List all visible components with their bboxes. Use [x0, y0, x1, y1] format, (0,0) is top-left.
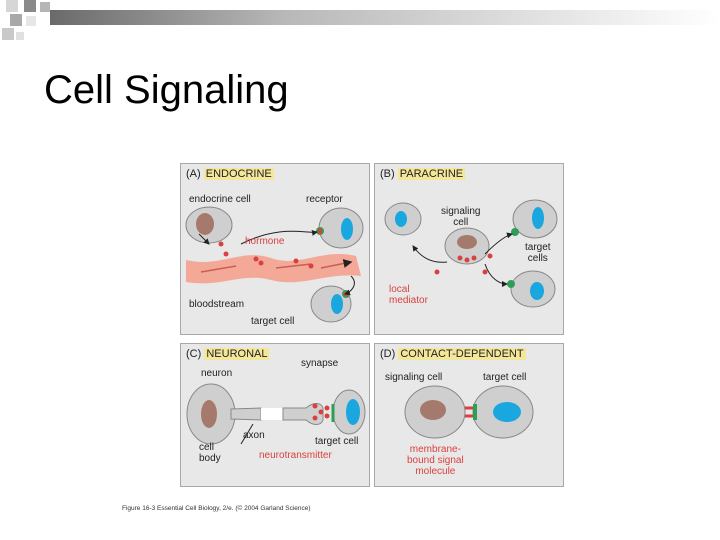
- bloodstream-band: [186, 254, 361, 284]
- label-axon: axon: [243, 430, 265, 441]
- panel-contact-dependent: (D) CONTACT-DEPENDENT signaling cell tar…: [374, 343, 564, 487]
- panel-endocrine: (A) ENDOCRINE endocrine cell receptor ho…: [180, 163, 370, 335]
- endocrine-nucleus: [196, 213, 214, 235]
- label-cell-body: cell body: [199, 442, 221, 464]
- label-signaling-cell: signaling cell: [441, 206, 481, 228]
- panel-a-title: (A) ENDOCRINE: [186, 168, 274, 180]
- deco-square: [24, 0, 36, 12]
- panel-neuronal: (C) NEURONAL neuron synapse axon cell bo…: [180, 343, 370, 487]
- label-hormone: hormone: [245, 236, 285, 247]
- label-target-cell: target cell: [483, 372, 527, 383]
- panel-b-title: (B) PARACRINE: [380, 168, 466, 180]
- signaling-figure: (A) ENDOCRINE endocrine cell receptor ho…: [180, 163, 564, 487]
- panel-c-name: NEURONAL: [204, 348, 270, 360]
- slide-title: Cell Signaling: [44, 68, 289, 112]
- endocrine-diagram: [185, 206, 364, 323]
- contact-dependent-diagram: [404, 385, 534, 439]
- receptor-cell: [318, 207, 364, 249]
- panel-paracrine: (B) PARACRINE signaling cell target cell…: [374, 163, 564, 335]
- label-target-cell: target cell: [315, 436, 359, 447]
- deco-square: [2, 28, 14, 40]
- panel-b-name: PARACRINE: [397, 168, 466, 180]
- panel-a-letter: (A): [186, 168, 201, 180]
- label-target-cell: target cell: [251, 316, 295, 327]
- hormone-dots: [218, 228, 349, 297]
- mediator-dots: [434, 253, 493, 275]
- label-neurotransmitter: neurotransmitter: [259, 450, 332, 461]
- label-signaling-cell: signaling cell: [385, 372, 443, 383]
- panel-a-name: ENDOCRINE: [203, 168, 274, 180]
- deco-square: [10, 14, 22, 26]
- slide-decoration: [2, 0, 720, 40]
- deco-square: [16, 32, 24, 40]
- panel-d-name: CONTACT-DEPENDENT: [398, 348, 526, 360]
- label-synapse: synapse: [301, 358, 339, 369]
- label-endocrine-cell: endocrine cell: [189, 194, 251, 205]
- deco-square: [26, 16, 36, 26]
- paracrine-diagram: [384, 199, 558, 308]
- panel-d-letter: (D): [380, 348, 396, 360]
- figure-caption: Figure 16-3 Essential Cell Biology, 2/e.…: [122, 505, 311, 512]
- panel-d-title: (D) CONTACT-DEPENDENT: [380, 348, 526, 360]
- panel-c-title: (C) NEURONAL: [186, 348, 270, 360]
- panel-b-letter: (B): [380, 168, 395, 180]
- label-membrane-bound-signal: membrane- bound signal molecule: [407, 444, 464, 477]
- deco-square: [40, 2, 50, 12]
- axon: [230, 407, 262, 421]
- label-neuron: neuron: [201, 368, 233, 379]
- label-receptor: receptor: [306, 194, 343, 205]
- panel-c-letter: (C): [186, 348, 202, 360]
- axon-break: [261, 408, 283, 420]
- top-gradient-bar: [50, 10, 720, 25]
- neuronal-diagram: [186, 383, 366, 445]
- label-bloodstream: bloodstream: [189, 299, 245, 310]
- target-nucleus: [331, 294, 343, 314]
- receptor-nucleus: [341, 218, 353, 240]
- neurotransmitter-dots: [312, 403, 330, 421]
- deco-square: [6, 0, 18, 12]
- label-target-cells: target cells: [525, 242, 551, 264]
- label-local-mediator: local mediator: [389, 284, 428, 306]
